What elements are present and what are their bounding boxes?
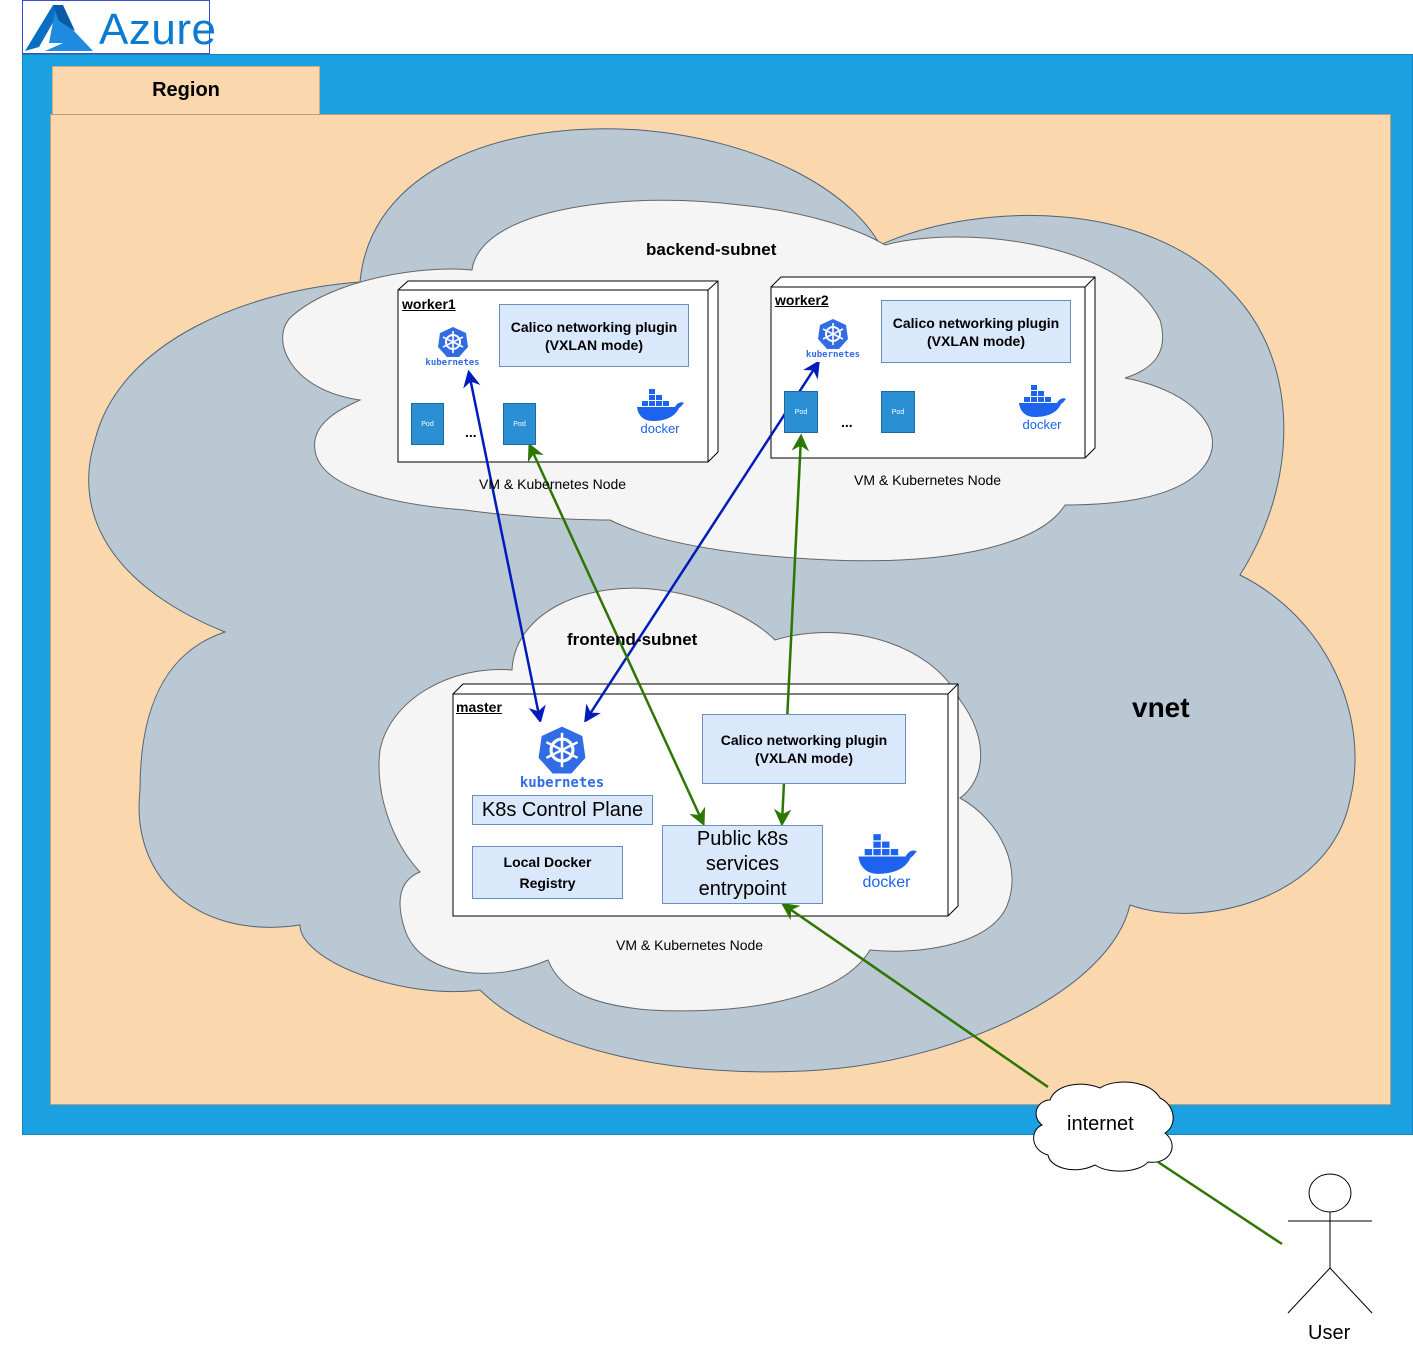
registry-line2: Registry [519,874,576,891]
worker1-calico-plugin: Calico networking plugin (VXLAN mode) [499,304,689,367]
docker-icon-label: docker [862,874,911,891]
worker2-calico-line2: (VXLAN mode) [927,332,1025,349]
user-actor-icon [1287,1173,1373,1314]
worker1-pod-1: Pod [411,403,444,445]
azure-logo-text: Azure [99,5,217,54]
region-label: Region [152,79,220,101]
worker1-calico-line1: Calico networking plugin [510,318,678,335]
docker-icon-label: docker [640,420,680,436]
docker-icon: docker [631,384,689,440]
entrypoint-line2: services [705,853,780,875]
docker-icon: docker [1013,380,1071,436]
entrypoint-line1: Public k8s [696,828,789,850]
azure-logo-icon [25,5,93,51]
master-caption: VM & Kubernetes Node [616,937,764,953]
worker2-caption: VM & Kubernetes Node [854,472,1002,488]
kubernetes-icon: kubernetes [422,323,483,370]
master-calico-line1: Calico networking plugin [720,732,888,748]
backend-subnet-label: backend-subnet [646,240,777,259]
worker1-pod-2: Pod [503,403,536,445]
docker-icon-label: docker [1022,416,1062,432]
azure-logo: Azure [22,0,216,54]
k8s-control-plane: K8s Control Plane [472,795,653,825]
internet-label: internet [1067,1113,1134,1135]
worker2-ellipsis: ... [841,414,853,430]
worker1-caption: VM & Kubernetes Node [479,476,627,492]
kubernetes-icon-label: kubernetes [425,357,480,368]
kubernetes-icon-label: kubernetes [805,349,861,360]
kubernetes-icon: kubernetes [802,315,864,362]
kubernetes-icon-label: kubernetes [519,774,605,791]
region-tab: Region [52,66,320,115]
user-label: User [1308,1322,1351,1344]
worker2-pod-2: Pod [881,391,915,433]
master-title: master [456,699,502,715]
kubernetes-icon: kubernetes [514,722,610,793]
docker-icon: docker [851,828,922,898]
worker1-ellipsis: ... [465,424,477,440]
vnet-label: vnet [1132,692,1190,723]
worker1-calico-line2: (VXLAN mode) [545,336,643,353]
arrow-entrypoint-worker1-pod [527,442,706,827]
worker2-calico-line1: Calico networking plugin [892,314,1060,331]
worker1-title: worker1 [402,296,456,312]
entrypoint-line3: entrypoint [698,878,787,900]
master-calico-line2: (VXLAN mode) [755,750,853,766]
local-docker-registry: Local Docker Registry [472,846,623,899]
line-user-internet [1157,1160,1283,1246]
registry-line1: Local Docker [503,853,592,870]
public-k8s-services-entrypoint: Public k8s services entrypoint [662,825,823,904]
k8s-control-plane-label: K8s Control Plane [481,798,644,821]
worker2-title: worker2 [775,292,829,308]
master-calico-plugin: Calico networking plugin (VXLAN mode) [702,714,906,784]
worker2-calico-plugin: Calico networking plugin (VXLAN mode) [881,300,1071,363]
worker2-pod-1: Pod [784,391,818,433]
arrow-internet-entrypoint [781,903,1049,1089]
frontend-subnet-label: frontend-subnet [567,630,698,649]
internet-cloud [1033,1081,1174,1172]
